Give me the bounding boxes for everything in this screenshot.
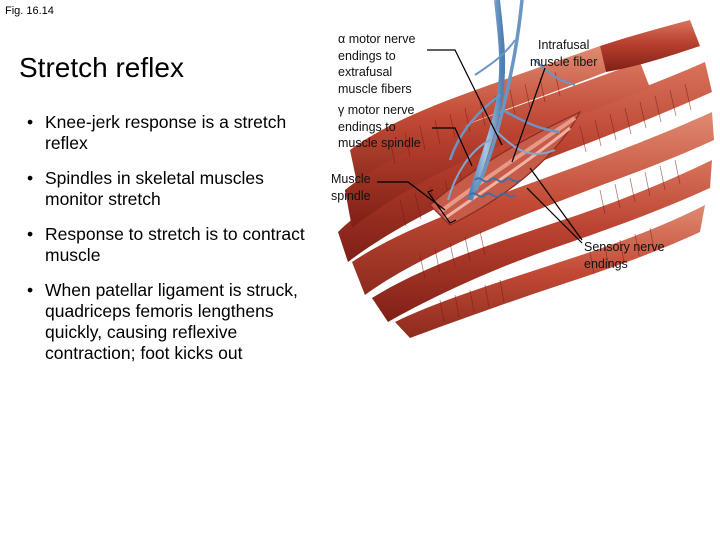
label-line: Intrafusal — [537, 38, 590, 52]
label-sensory-endings: Sensory nerve endings — [584, 239, 665, 272]
label-line: muscle fibers — [338, 81, 412, 96]
bullet-marker: • — [27, 168, 34, 188]
nerve-branch — [447, 139, 491, 201]
nerve-branch — [448, 94, 501, 161]
label-line: muscle spindle — [338, 136, 421, 150]
bullet-list: •Knee-jerk response is a stretch reflex … — [26, 112, 326, 378]
figure-number: Fig. 16.14 — [5, 5, 54, 17]
leader-intrafusal — [511, 67, 546, 163]
label-line: Muscle — [331, 172, 371, 186]
bullet-marker: • — [27, 112, 34, 132]
spindle-capsule — [429, 110, 582, 226]
leader-spindle — [377, 181, 446, 211]
nerve-branch — [474, 39, 516, 76]
bullet-item: • Spindles in skeletal muscles monitor st… — [26, 168, 326, 210]
label-muscle-spindle: Muscle spindle — [331, 171, 371, 204]
nerve-fibers — [447, 0, 576, 201]
bullet-text: Spindles in skeletal muscles monitor str… — [45, 168, 264, 209]
intrafusal-fiber — [444, 126, 571, 220]
leader-sensory-2 — [526, 187, 583, 244]
label-line: endings — [584, 256, 628, 271]
intrafusal-fiber — [438, 116, 577, 214]
nerve-branch — [494, 129, 556, 155]
bullet-text: Response to stretch is to contract muscl… — [45, 224, 305, 265]
label-intrafusal-fiber: Intrafusal muscle fiber — [530, 37, 597, 70]
leader-sensory — [529, 167, 583, 241]
label-line: endings to — [338, 48, 396, 63]
label-line: endings to — [338, 119, 396, 134]
label-line: Sensory nerve — [584, 240, 665, 254]
bullet-marker: • — [27, 280, 34, 300]
bullet-text: When patellar ligament is struck, quadri… — [45, 280, 298, 363]
label-line: extrafusal — [338, 65, 393, 79]
bullet-item: • Response to stretch is to contract musc… — [26, 224, 326, 266]
nerve — [467, 0, 506, 201]
bullet-text: Knee-jerk response is a stretch reflex — [45, 112, 287, 153]
label-line: γ motor nerve — [338, 103, 415, 117]
nerve — [474, 0, 524, 191]
sensory-ending — [469, 192, 516, 198]
leader-alpha — [427, 49, 503, 146]
label-line: α motor nerve — [338, 32, 416, 46]
slide-title: Stretch reflex — [19, 52, 184, 83]
muscle-spindle — [429, 110, 582, 226]
label-alpha-motor: α motor nerve endings to extrafusal musc… — [338, 31, 415, 97]
leader-gamma — [432, 127, 473, 167]
sensory-ending — [474, 177, 521, 183]
bullet-item: • When patellar ligament is struck, quadr… — [26, 280, 326, 364]
label-gamma-motor: γ motor nerve endings to muscle spindle — [338, 102, 421, 152]
label-line: muscle fiber — [530, 54, 598, 69]
nerve-branch — [502, 108, 561, 134]
leader-spindle-bracket — [427, 189, 457, 224]
bullet-marker: • — [27, 224, 34, 244]
muscle-fiber — [600, 20, 700, 72]
label-line: spindle — [331, 188, 371, 203]
bullet-item: • Knee-jerk response is a stretch reflex — [26, 112, 326, 154]
